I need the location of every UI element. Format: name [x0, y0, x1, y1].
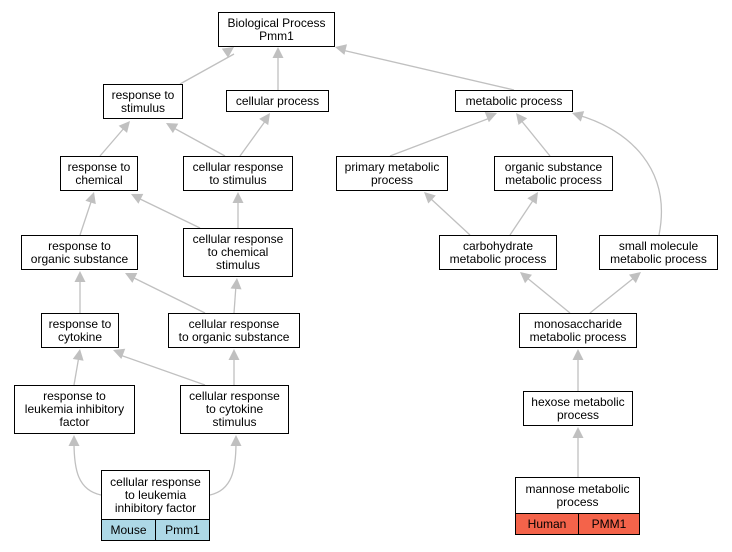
edge-mannose-to-hexose-arrowhead — [572, 427, 584, 438]
edge-metab-to-bp — [341, 49, 515, 91]
node-response-to-chemical[interactable]: response to chemical — [60, 156, 138, 191]
edge-carb-to-primary — [429, 197, 471, 236]
edge-cyto-to-orgsub-arrowhead — [74, 271, 86, 282]
edge-stimulus-to-bp — [179, 53, 235, 85]
node-hexose-metabolic-process[interactable]: hexose metabolic process — [523, 391, 633, 426]
mouse-gene-tag: Pmm1 — [155, 519, 210, 541]
edge-lif2-to-lif-arrowhead — [68, 435, 80, 446]
edge-cellstim-to-cellproc-arrowhead — [259, 113, 270, 126]
edge-hexose-to-mono-arrowhead — [572, 349, 584, 360]
edge-cellstim-to-cellproc — [239, 119, 267, 157]
edge-mono-to-carb — [525, 276, 571, 314]
edge-cellchem-to-cellstim-arrowhead — [232, 192, 244, 203]
edge-organic-to-metab — [519, 118, 551, 157]
edge-orgsub-to-chem-arrowhead — [85, 192, 96, 205]
edge-mono-to-small-arrowhead — [628, 272, 641, 284]
edge-cellproc-to-bp-arrowhead — [272, 47, 284, 58]
node-cellular-response-to-organic-substance[interactable]: cellular response to organic substance — [168, 313, 300, 348]
edge-carb-to-organic-arrowhead — [527, 192, 538, 205]
edge-cellorg-to-cellchem-arrowhead — [230, 278, 242, 290]
edge-cellstim-to-stimulus — [171, 126, 226, 157]
edge-chem-to-stimulus-arrowhead — [118, 121, 130, 133]
edge-organic-to-metab-arrowhead — [516, 113, 528, 126]
edge-lif-to-cyto-arrowhead — [72, 349, 84, 361]
node-cellular-response-to-stimulus[interactable]: cellular response to stimulus — [183, 156, 293, 191]
human-species-tag: Human — [515, 513, 579, 535]
node-response-to-cytokine[interactable]: response to cytokine — [41, 313, 119, 348]
node-organic-substance-metabolic-process[interactable]: organic substance metabolic process — [494, 156, 613, 191]
node-mannose-metabolic-process[interactable]: mannose metabolic process — [515, 477, 640, 514]
edge-lif2-to-cellcyto-arrowhead — [230, 435, 242, 446]
node-monosaccharide-metabolic-process[interactable]: monosaccharide metabolic process — [519, 313, 637, 348]
edge-mono-to-small — [589, 276, 636, 314]
edge-primary-to-metab-arrowhead — [484, 111, 497, 123]
edge-lif2-to-lif — [73, 441, 102, 496]
edge-chem-to-stimulus — [99, 126, 126, 157]
edge-carb-to-organic — [509, 198, 535, 236]
node-response-to-stimulus[interactable]: response to stimulus — [103, 84, 183, 119]
edge-carb-to-primary-arrowhead — [424, 192, 436, 204]
node-response-to-lif[interactable]: response to leukemia inhibitory factor — [14, 385, 135, 434]
edge-small-to-metab-arrowhead — [572, 111, 585, 122]
edge-metab-to-bp-arrowhead — [335, 44, 347, 55]
edge-cellcyto-to-cyto-arrowhead — [113, 348, 126, 360]
node-cellular-response-to-lif[interactable]: cellular response to leukemia inhibitory… — [101, 470, 210, 520]
mouse-species-tag: Mouse — [101, 519, 156, 541]
edge-cellorg-to-orgsub — [131, 276, 206, 314]
node-biological-process[interactable]: Biological Process Pmm1 — [218, 12, 335, 47]
node-primary-metabolic-process[interactable]: primary metabolic process — [336, 156, 448, 191]
edge-cellorg-to-cellchem — [233, 284, 237, 314]
node-metabolic-process[interactable]: metabolic process — [455, 90, 573, 112]
edge-stimulus-to-bp-arrowhead — [221, 47, 234, 58]
node-small-molecule-metabolic-process[interactable]: small molecule metabolic process — [599, 235, 718, 270]
node-carbohydrate-metabolic-process[interactable]: carbohydrate metabolic process — [439, 235, 557, 270]
human-gene-tag: PMM1 — [578, 513, 640, 535]
edge-cellchem-to-chem-arrowhead — [131, 193, 144, 204]
edge-mono-to-carb-arrowhead — [520, 272, 532, 284]
edge-cellorg-to-orgsub-arrowhead — [125, 273, 138, 283]
edge-primary-to-metab — [389, 117, 491, 157]
node-cellular-response-to-chemical-stimulus[interactable]: cellular response to chemical stimulus — [183, 228, 293, 277]
edge-cellchem-to-chem — [137, 197, 201, 229]
edge-cellcyto-to-cellorg-arrowhead — [228, 349, 240, 360]
edge-cellstim-to-stimulus-arrowhead — [166, 123, 179, 134]
edge-small-to-metab — [577, 114, 662, 236]
edge-lif2-to-cellcyto — [209, 441, 237, 496]
node-cellular-process[interactable]: cellular process — [226, 90, 329, 112]
node-response-to-organic-substance[interactable]: response to organic substance — [21, 235, 138, 270]
edge-orgsub-to-chem — [79, 198, 93, 236]
edge-lif-to-cyto — [73, 355, 80, 386]
edge-cellcyto-to-cyto — [119, 354, 206, 386]
node-cellular-response-to-cytokine-stimulus[interactable]: cellular response to cytokine stimulus — [180, 385, 289, 434]
